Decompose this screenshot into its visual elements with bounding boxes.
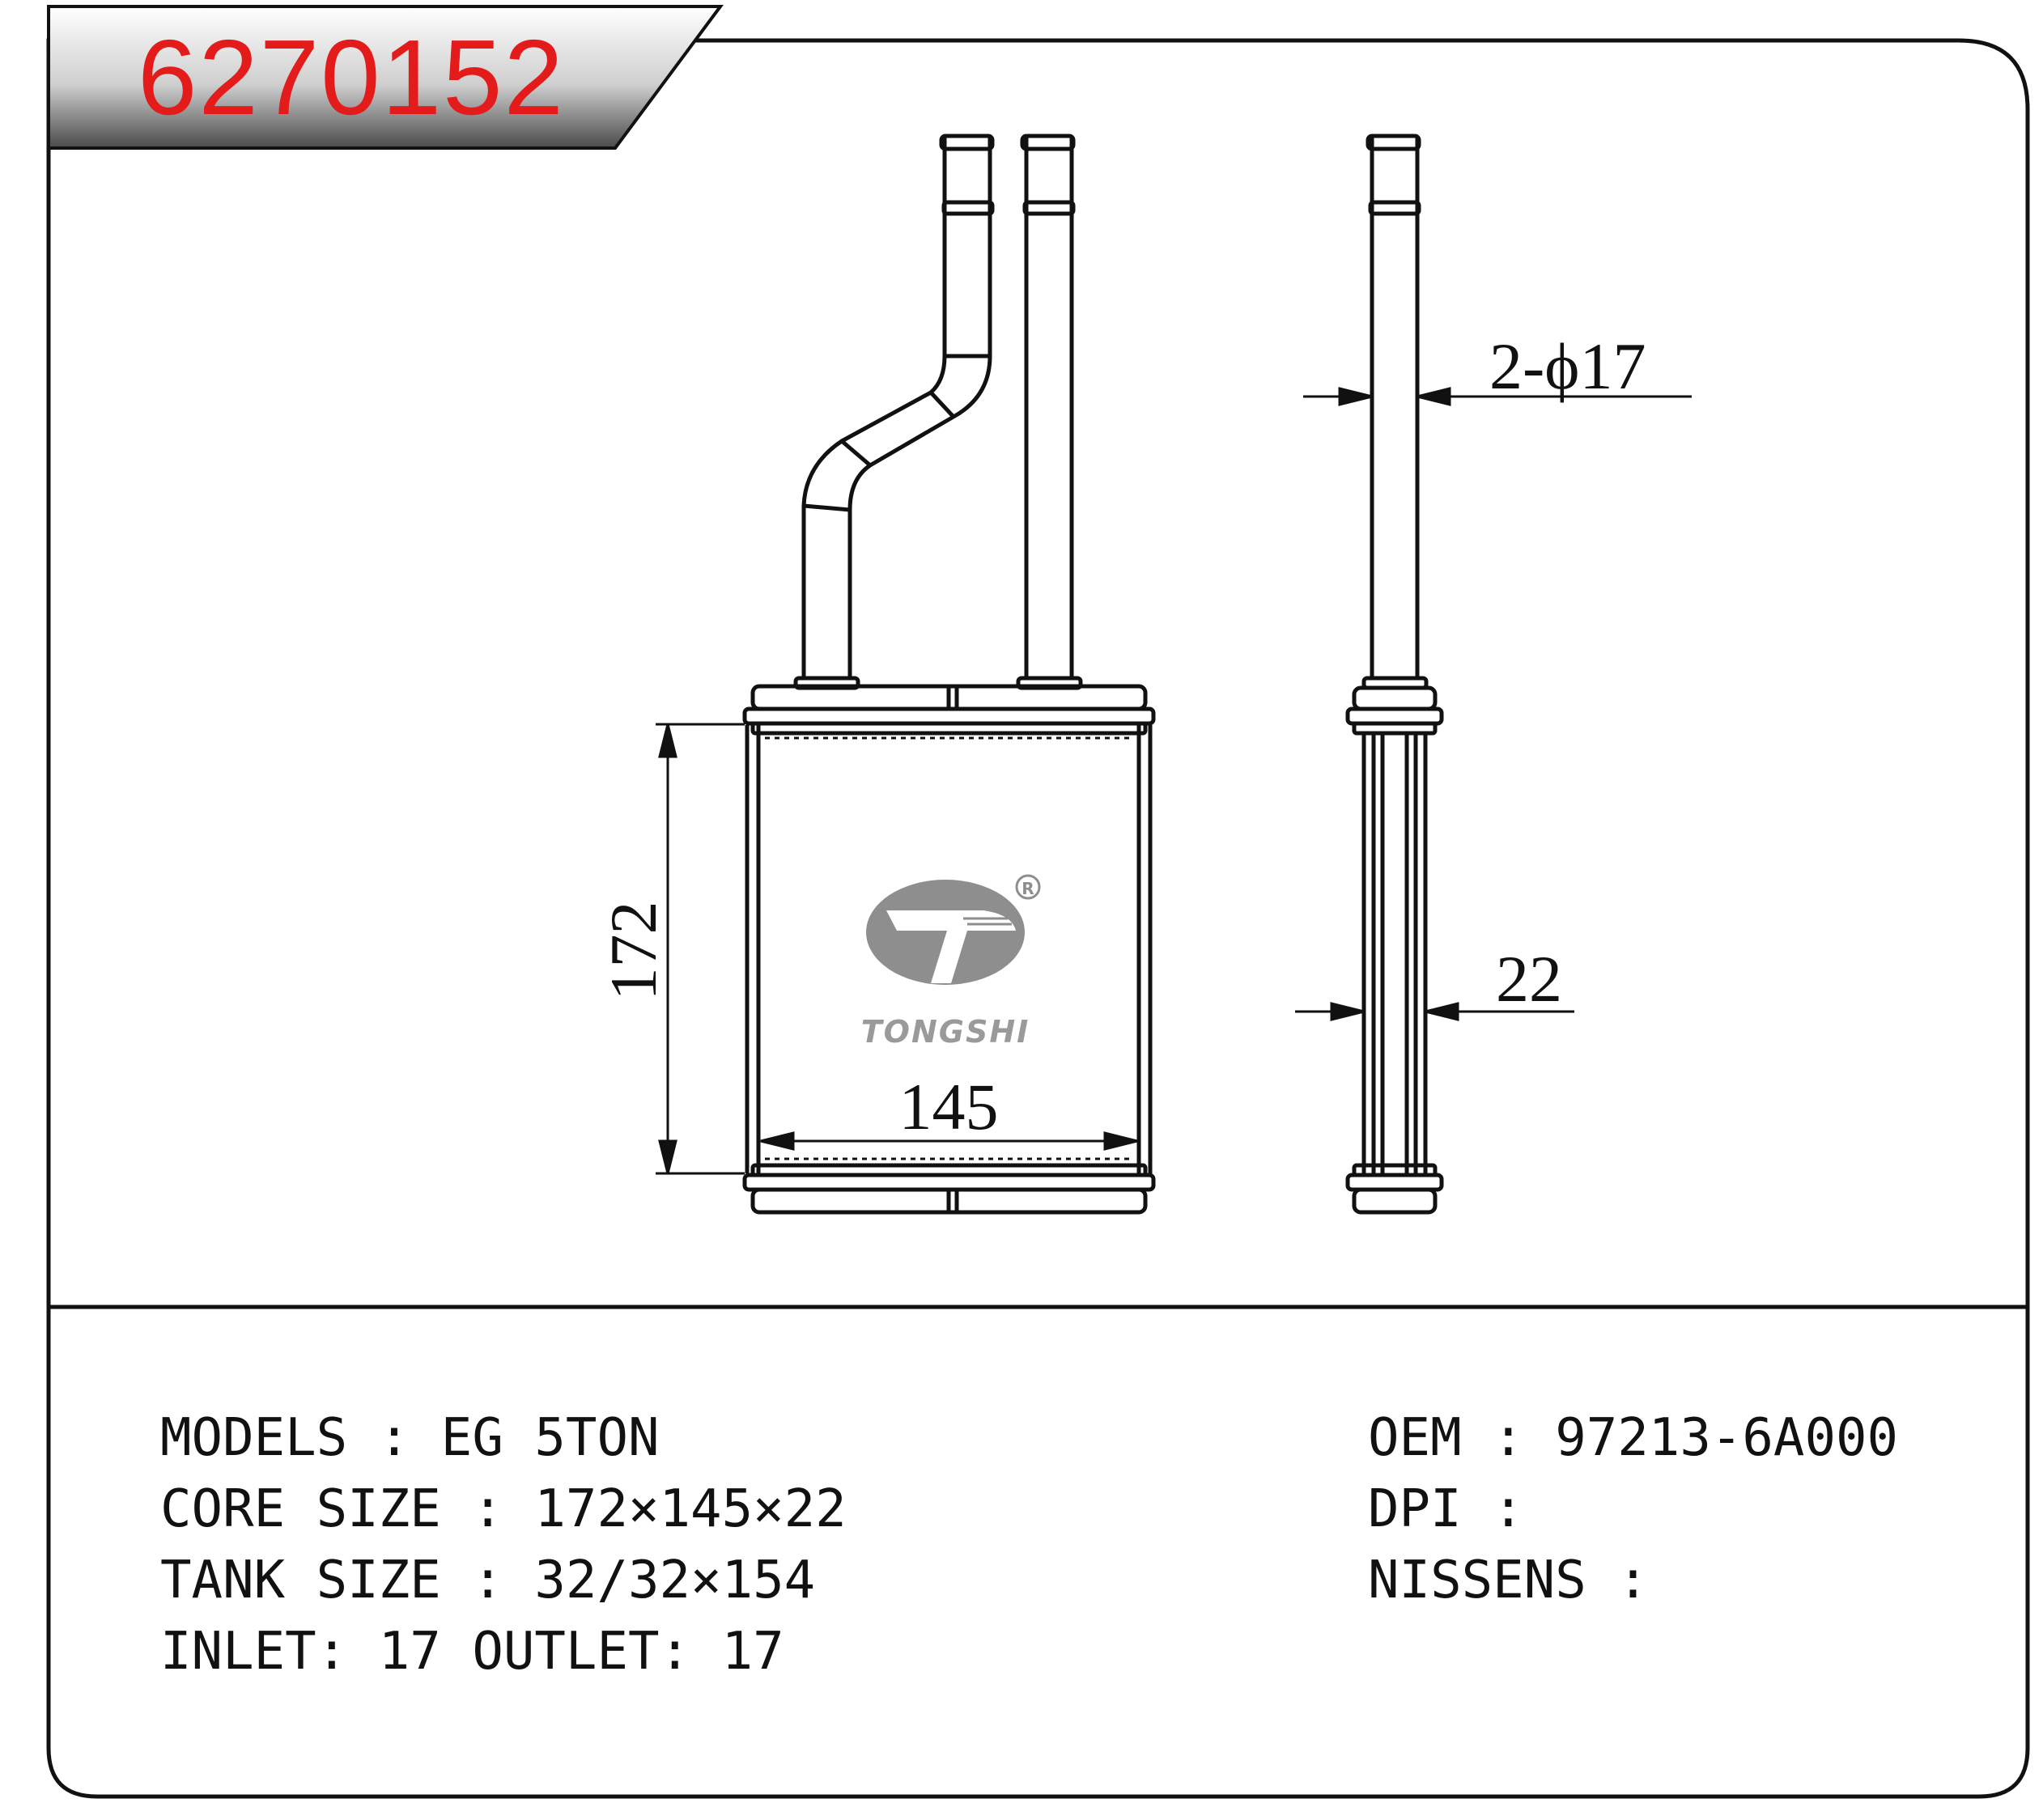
dim-pipe-label: 2-ϕ17	[1489, 329, 1646, 403]
spec-label: TANK SIZE :	[160, 1551, 535, 1610]
spec-value: 32/32×154	[534, 1551, 816, 1610]
spec-label: CORE SIZE :	[160, 1479, 535, 1539]
spec-tank-size: TANK SIZE : 32/32×154	[160, 1555, 815, 1606]
outer-frame	[46, 38, 2030, 1799]
spec-nissens: NISSENS :	[1368, 1555, 1680, 1606]
logo-t-mark	[886, 910, 1016, 983]
spec-models: MODELS : EG 5TON	[160, 1412, 660, 1464]
dim-pipe-lines	[1303, 387, 1692, 406]
side-bottom-tank	[1345, 1163, 1444, 1215]
logo-ellipse	[866, 880, 1025, 985]
spec-label: NISSENS :	[1368, 1551, 1680, 1610]
part-number-tag	[47, 5, 724, 150]
dim-width-label: 145	[899, 1070, 999, 1143]
spec-label: MODELS :	[160, 1408, 441, 1468]
spec-label: OEM :	[1368, 1408, 1556, 1468]
side-core	[1361, 733, 1428, 1173]
registered-mark-letter: R	[1022, 879, 1034, 898]
side-view	[1345, 134, 1444, 1215]
spec-value: 97213-6A000	[1555, 1408, 1899, 1468]
spec-dpi: DPI :	[1368, 1483, 1555, 1535]
dim-height-lines	[656, 723, 745, 1175]
registered-mark-icon	[1015, 874, 1041, 900]
tongshi-logo: R TONGSHI	[861, 874, 1041, 1050]
spec-value: 17 OUTLET: 17	[378, 1622, 784, 1682]
dim-width-lines	[760, 1131, 1138, 1151]
side-pipe	[1361, 134, 1429, 690]
spec-label: INLET:	[160, 1622, 379, 1682]
logo-wordmark: TONGSHI	[861, 1014, 1030, 1050]
dim-height-label: 172	[597, 902, 670, 1001]
top-tank	[742, 684, 1156, 740]
front-view	[742, 134, 1156, 1215]
spec-value: 172×145×22	[534, 1479, 847, 1539]
part-number: 6270152	[138, 18, 565, 137]
spec-core-size: CORE SIZE : 172×145×22	[160, 1483, 847, 1535]
spec-inlet-outlet: INLET: 17 OUTLET: 17	[160, 1626, 784, 1678]
spec-label: DPI :	[1368, 1479, 1556, 1539]
spec-oem: OEM : 97213-6A000	[1368, 1412, 1898, 1464]
bottom-tank	[742, 1157, 1156, 1215]
core	[745, 725, 1153, 1173]
dim-thickness-lines	[1295, 1002, 1574, 1021]
dim-thickness-label: 22	[1496, 942, 1562, 1016]
spec-value: EG 5TON	[440, 1408, 660, 1468]
side-top-tank	[1345, 685, 1444, 736]
outlet-pipe	[1016, 134, 1083, 690]
inlet-pipe	[793, 134, 995, 690]
